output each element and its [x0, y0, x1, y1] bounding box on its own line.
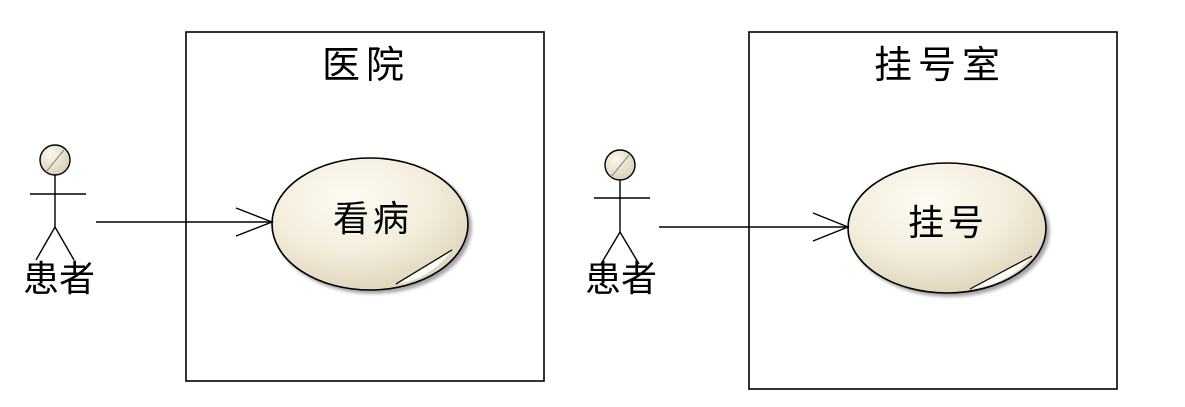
- actor-left-leg: [35, 226, 56, 261]
- use-case-see-doctor: [271, 157, 469, 291]
- association-arrow-left: [96, 207, 274, 237]
- use-case-label-see-doctor: 看病: [332, 199, 413, 240]
- actor-right-leg: [54, 226, 75, 261]
- actor-patient-left: [30, 144, 86, 261]
- use-case-register: [847, 162, 1047, 294]
- system-title-registration: 挂号室: [873, 43, 1006, 87]
- use-case-label-register: 挂号: [907, 203, 988, 244]
- actor-label-patient-left: 患者: [22, 259, 95, 300]
- system-title-hospital: 医院: [321, 43, 410, 87]
- actor-head: [39, 144, 71, 176]
- actor-head: [604, 149, 636, 181]
- actor-label-patient-right: 患者: [584, 259, 657, 300]
- actor-right-leg: [619, 231, 640, 265]
- actor-left-leg: [600, 231, 621, 265]
- actor-patient-right: [594, 149, 650, 265]
- association-arrow-right: [659, 212, 850, 242]
